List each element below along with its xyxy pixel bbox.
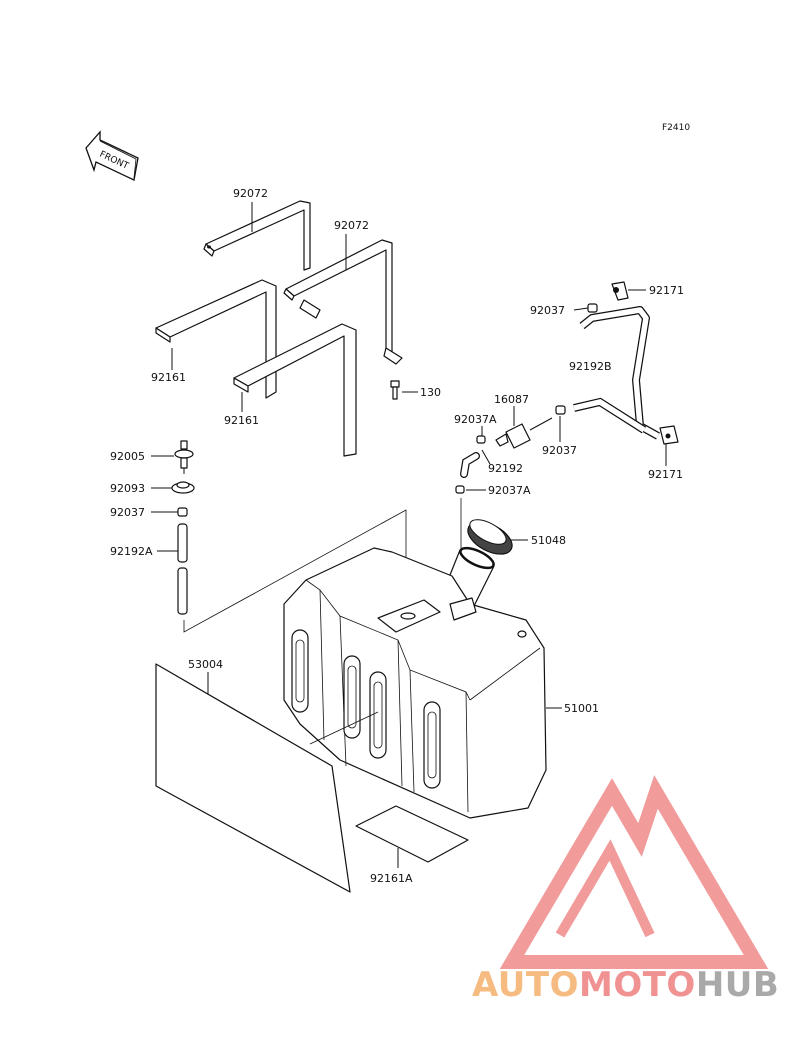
part-label-51048: 51048	[531, 534, 566, 547]
part-label-92072-b: 92072	[334, 219, 369, 232]
part-92093	[171, 481, 195, 494]
part-label-92072-a: 92072	[233, 187, 268, 200]
bracket-92072-b	[283, 239, 403, 365]
watermark-part1: AUTO	[472, 965, 579, 1005]
watermark-part3: HUB	[696, 965, 779, 1005]
strap-92161-b	[233, 323, 357, 457]
part-92037-left	[177, 507, 188, 517]
clip-92037A-upper	[476, 435, 486, 444]
fuel-cap-51048	[467, 519, 513, 555]
watermark-triangle-icon	[499, 775, 769, 969]
leaders	[151, 202, 667, 868]
part-label-92161-b: 92161	[224, 414, 259, 427]
part-92005	[174, 440, 194, 474]
watermark-logo: AUTOMOTOHUB	[472, 775, 779, 1005]
clip-92037-top	[587, 303, 598, 313]
part-label-92192: 92192	[488, 462, 523, 475]
pad-92161A	[355, 805, 469, 863]
figure-code: F2410	[662, 123, 690, 133]
part-label-92037A-lower: 92037A	[488, 484, 531, 497]
bracket-92072-a	[203, 200, 311, 271]
clip-92037A-lower	[455, 485, 465, 494]
strap-92161-a	[155, 279, 277, 399]
part-label-92037A-upper: 92037A	[454, 413, 497, 426]
part-label-92005: 92005	[110, 450, 145, 463]
part-label-92192A: 92192A	[110, 545, 153, 558]
part-label-130: 130	[420, 386, 441, 399]
clip-92171-top	[611, 281, 629, 301]
part-label-53004: 53004	[188, 658, 223, 671]
part-label-92161-a: 92161	[151, 371, 186, 384]
hose-92192B	[573, 306, 660, 440]
part-label-51001: 51001	[564, 702, 599, 715]
watermark-part2: MOTO	[579, 965, 696, 1005]
filter-16087	[495, 417, 553, 449]
clip-92037-mid	[555, 405, 566, 415]
hose-92192A	[177, 523, 188, 615]
part-label-92171-top: 92171	[649, 284, 684, 297]
fuel-tank-51001	[283, 547, 547, 819]
front-arrow-icon: FRONT	[85, 130, 139, 181]
part-label-92037-left: 92037	[110, 506, 145, 519]
plate-53004	[155, 663, 379, 893]
clip-92171-bottom	[659, 425, 679, 445]
part-label-16087: 16087	[494, 393, 529, 406]
part-label-92037-top: 92037	[530, 304, 565, 317]
bolt-130	[390, 380, 400, 400]
svg-text:AUTOMOTOHUB: AUTOMOTOHUB	[472, 965, 779, 1005]
part-label-92171-bottom: 92171	[648, 468, 683, 481]
part-label-92037-mid: 92037	[542, 444, 577, 457]
part-label-92192B: 92192B	[569, 360, 612, 373]
hose-92192	[460, 452, 480, 478]
part-label-92161A: 92161A	[370, 872, 413, 885]
part-label-92093: 92093	[110, 482, 145, 495]
